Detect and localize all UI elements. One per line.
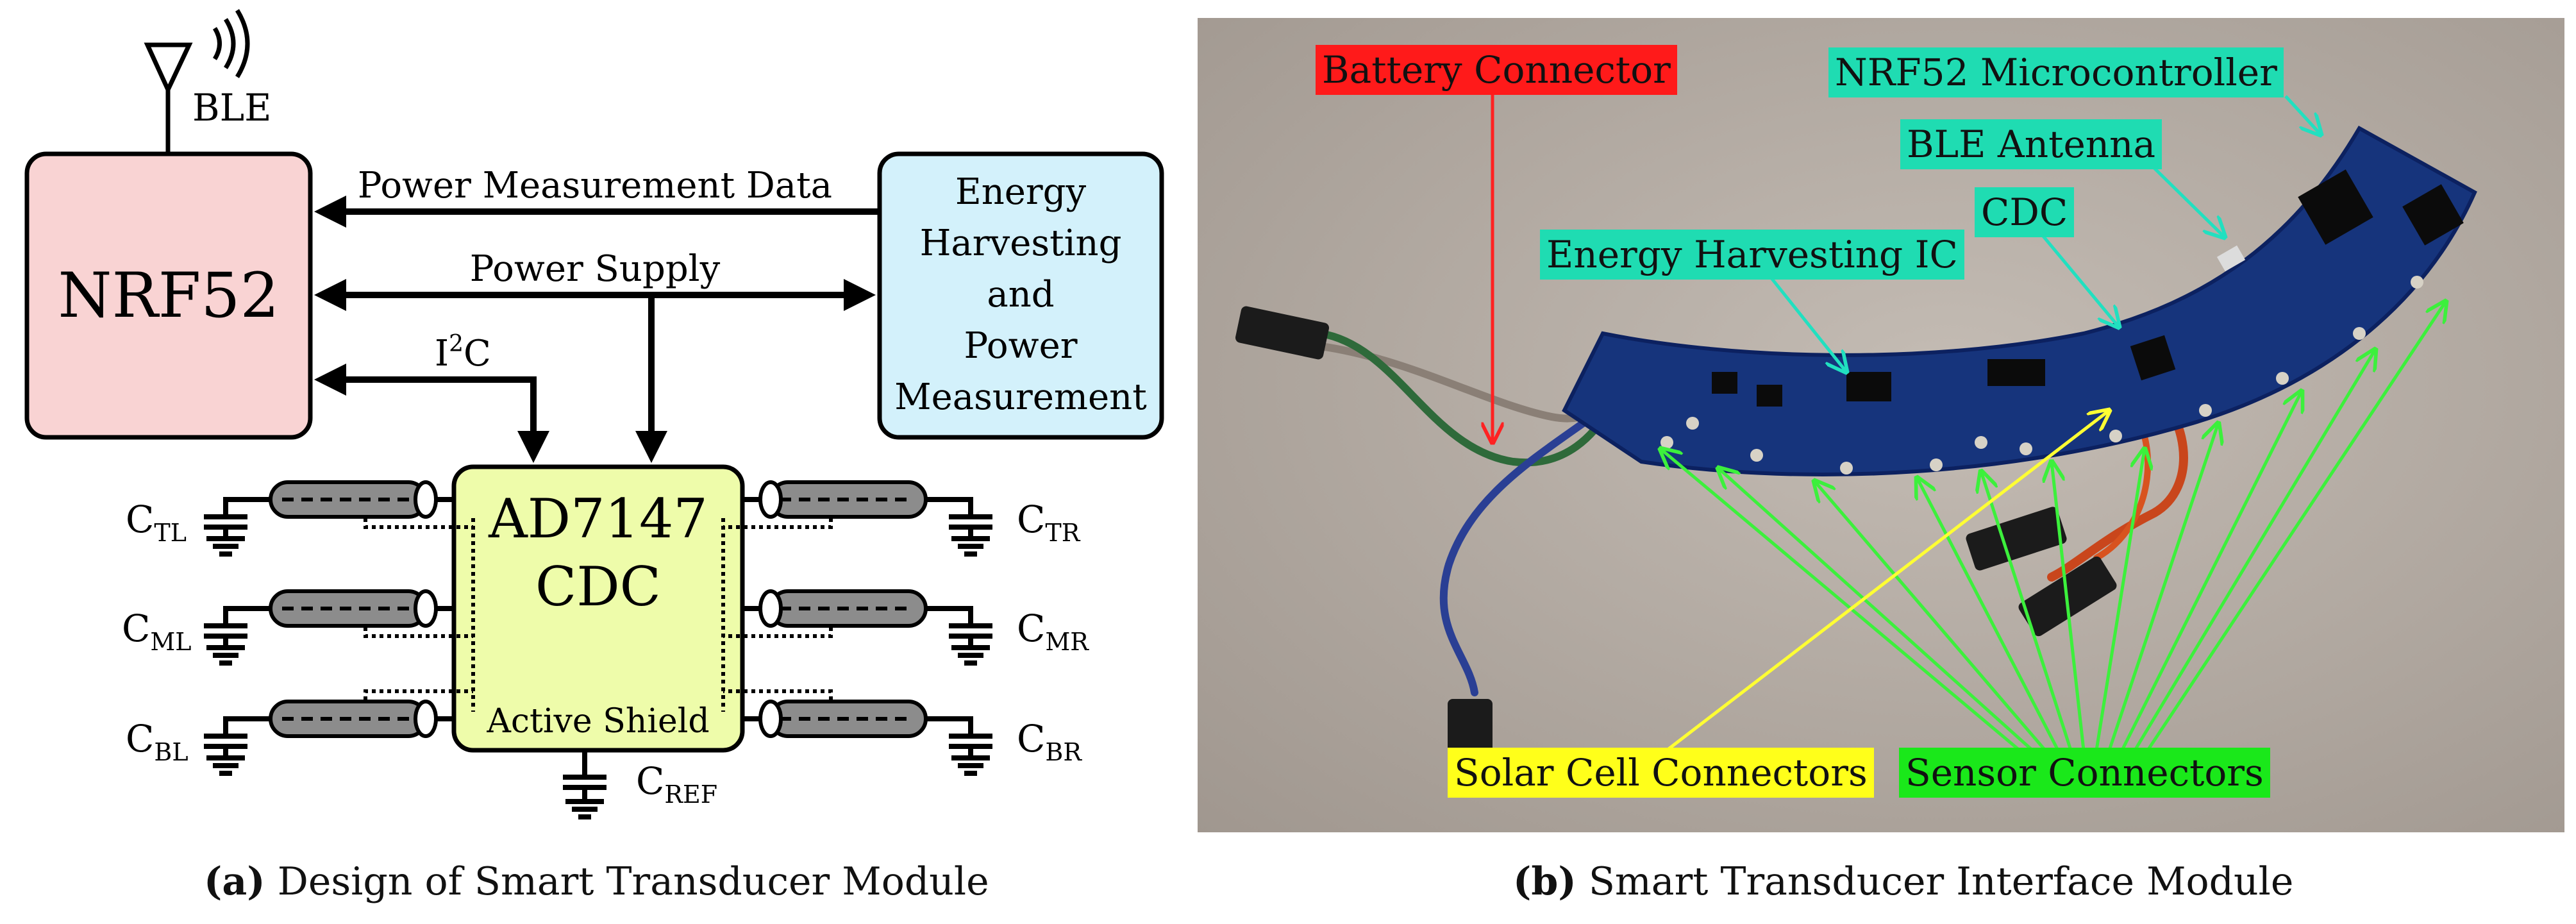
energy-line-3: and [987,274,1054,315]
cap-bl-label: CBL [126,717,188,766]
battery-connector-label: Battery Connector [1316,45,1677,95]
active-shield-outline [471,518,725,712]
battery-wire-green [1317,330,1619,467]
cdc-line-1: AD7147 [488,487,708,550]
solar-cell-connectors-label: Solar Cell Connectors [1448,748,1874,798]
nrf52-label: NRF52 [58,260,279,332]
solar-arrow [1666,410,2109,752]
cap-ml-label: CML [122,607,192,656]
cdc-label: CDC [1975,187,2075,237]
sensor-connectors-label: Sensor Connectors [1899,748,2270,798]
capacitor-mr-icon [949,623,992,666]
capacitor-tl-icon [204,514,247,557]
antenna-chip-icon [2216,245,2246,272]
pin-header-icon [2402,184,2464,246]
caption-a-tag: (a) [204,859,265,904]
caption-a-text: Design of Smart Transducer Module [277,859,989,904]
ble-antenna-label: BLE Antenna [1900,119,2162,169]
capacitor-symbols [204,514,992,819]
i2c-label: I2C [435,331,491,374]
coax-br [723,689,973,738]
i2c-arrow [314,364,549,463]
coax-ml [223,589,473,638]
active-shield-label: Active Shield [486,702,709,741]
power-measurement-data-label: Power Measurement Data [358,165,832,206]
cap-br-label: CBR [1017,717,1082,766]
mcu-arrow [2284,95,2321,135]
cap-tr-label: CTR [1017,498,1081,547]
antenna-icon [144,42,193,154]
chip-a-icon [1757,385,1782,407]
caption-a: (a) Design of Smart Transducer Module [204,859,989,904]
capacitor-tr-icon [949,514,992,557]
pcb-components [1712,169,2464,407]
panel-b-photo [1198,18,2564,832]
energy-ic-arrow [1768,274,1846,372]
energy-harvesting-block [877,151,1164,440]
energy-line-2: Harvesting [920,223,1122,264]
nrf52-block [24,151,313,440]
caption-b-text: Smart Transducer Interface Module [1588,859,2294,904]
caption-b: (b) Smart Transducer Interface Module [1513,859,2293,904]
energy-ic-icon [1846,372,1891,401]
ble-label: BLE [192,86,271,130]
chip-c-icon [1987,359,2045,386]
coax-bl [223,689,473,738]
energy-line-1: Energy [955,171,1087,213]
wireless-waves-icon [212,9,250,78]
energy-harvesting-label: Energy Harvesting and Power Measurement [894,171,1147,418]
cap-tl-label: CTL [126,498,187,547]
solar-plug-red-icon [1966,507,2067,571]
solar-wire-blue [1439,400,1613,696]
chip-b-icon [1712,372,1737,394]
ble-antenna-arrow [2153,167,2225,237]
capacitor-br-icon [949,734,992,776]
cdc-arrow [2037,230,2119,327]
coax-right-group [723,480,973,738]
mcu-chip-icon [2298,169,2373,245]
cdc-line-2: CDC [535,555,661,618]
capacitor-ref-icon [563,750,606,819]
sensor-arrows [1660,301,2446,752]
energy-line-5: Measurement [894,376,1147,418]
capacitor-ml-icon [204,623,247,666]
cdc-chip-icon [2130,335,2176,381]
cap-mr-label: CMR [1017,607,1089,656]
teal-arrows [1768,95,2321,372]
coax-mr [723,589,973,638]
cap-ref-label: CREF [636,759,717,809]
capacitor-labels: CTL CML CBL CTR CMR CBR CREF [122,498,1089,809]
coax-tr [723,480,973,529]
caption-b-tag: (b) [1513,859,1577,904]
panel-a-diagram: BLE NRF52 Energy Harvesting and Power Me… [24,9,1164,819]
energy-line-4: Power [964,325,1078,367]
battery-plug-icon [1235,306,1330,360]
coax-left-group [223,480,473,738]
nrf52-microcontroller-label: NRF52 Microcontroller [1828,47,2284,97]
capacitor-bl-icon [204,734,247,776]
energy-harvesting-ic-label: Energy Harvesting IC [1540,230,1964,280]
pcb-pads [1660,276,2423,475]
coax-tl [223,480,473,529]
power-supply-label: Power Supply [470,248,721,290]
pcb-board [1562,125,2477,476]
